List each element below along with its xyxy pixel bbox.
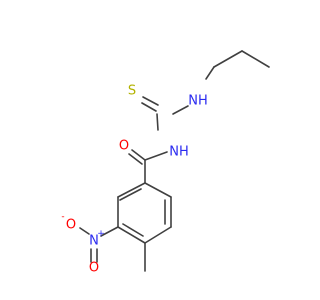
bond-nitro-o-minus <box>79 227 90 235</box>
atom-label-nh-thio: NH <box>188 94 208 109</box>
ring-bond-3 <box>117 226 146 244</box>
ring-bond-1-inner <box>119 188 142 201</box>
bond-propyl-3 <box>205 66 215 80</box>
atom-label-o-nitro: O <box>89 261 99 276</box>
ring-bond-1 <box>117 182 146 198</box>
atom-label-s: S <box>128 84 136 99</box>
bond-propyl-2 <box>213 50 243 68</box>
atom-label-nh-amide: NH <box>169 145 189 160</box>
bond-cs-double-a <box>142 96 159 106</box>
ring-bond-3-inner <box>122 223 144 237</box>
bond-co-double-a <box>131 149 146 161</box>
bond-cs-double-b <box>141 102 157 112</box>
atom-charge-plus: + <box>97 229 105 239</box>
atom-label-o-carbonyl: O <box>119 139 129 154</box>
ring-bond-6 <box>144 182 172 198</box>
atom-label-n-nitro: N <box>89 234 99 249</box>
bond-propyl-1 <box>241 50 270 68</box>
ring-bond-4 <box>144 226 172 244</box>
bond-ring-nitro <box>100 226 119 237</box>
atom-charge-minus: - <box>61 212 64 222</box>
bond-co-double-b <box>128 153 143 165</box>
atom-label-o-nitro-minus: O <box>66 218 76 233</box>
bond-thiocarbonyl-nh <box>156 113 159 131</box>
bond-nh-carbonyl <box>144 151 168 161</box>
bond-nh-thiocarbonyl <box>172 105 189 115</box>
molecule-structure: S NH NH O O - N + O <box>61 50 270 276</box>
